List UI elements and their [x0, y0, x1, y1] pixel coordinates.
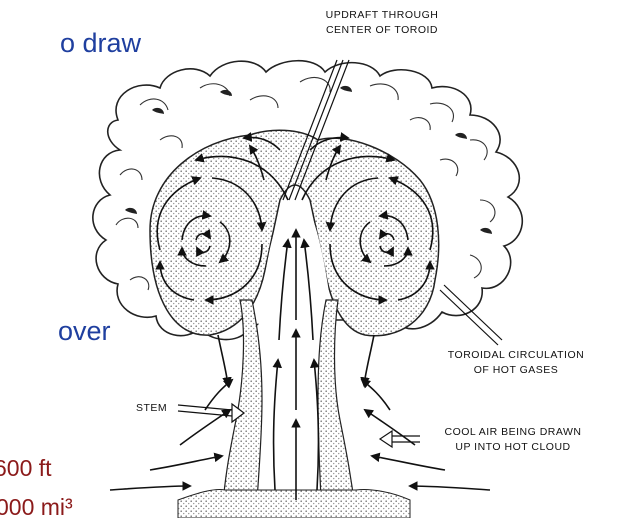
label-toroidal-line-2: OF HOT GASES: [432, 363, 600, 378]
label-cool-air: COOL AIR BEING DRAWN UP INTO HOT CLOUD: [424, 425, 602, 455]
label-toroidal-circulation: TOROIDAL CIRCULATION OF HOT GASES: [432, 348, 600, 378]
label-stem: STEM: [136, 401, 167, 416]
label-cool-air-line-2: UP INTO HOT CLOUD: [424, 440, 602, 455]
label-cool-air-line-1: COOL AIR BEING DRAWN: [424, 425, 602, 440]
label-updraft-line-1: UPDRAFT THROUGH: [312, 8, 452, 23]
label-updraft: UPDRAFT THROUGH CENTER OF TOROID: [312, 8, 452, 38]
label-toroidal-line-1: TOROIDAL CIRCULATION: [432, 348, 600, 363]
label-updraft-line-2: CENTER OF TOROID: [312, 23, 452, 38]
